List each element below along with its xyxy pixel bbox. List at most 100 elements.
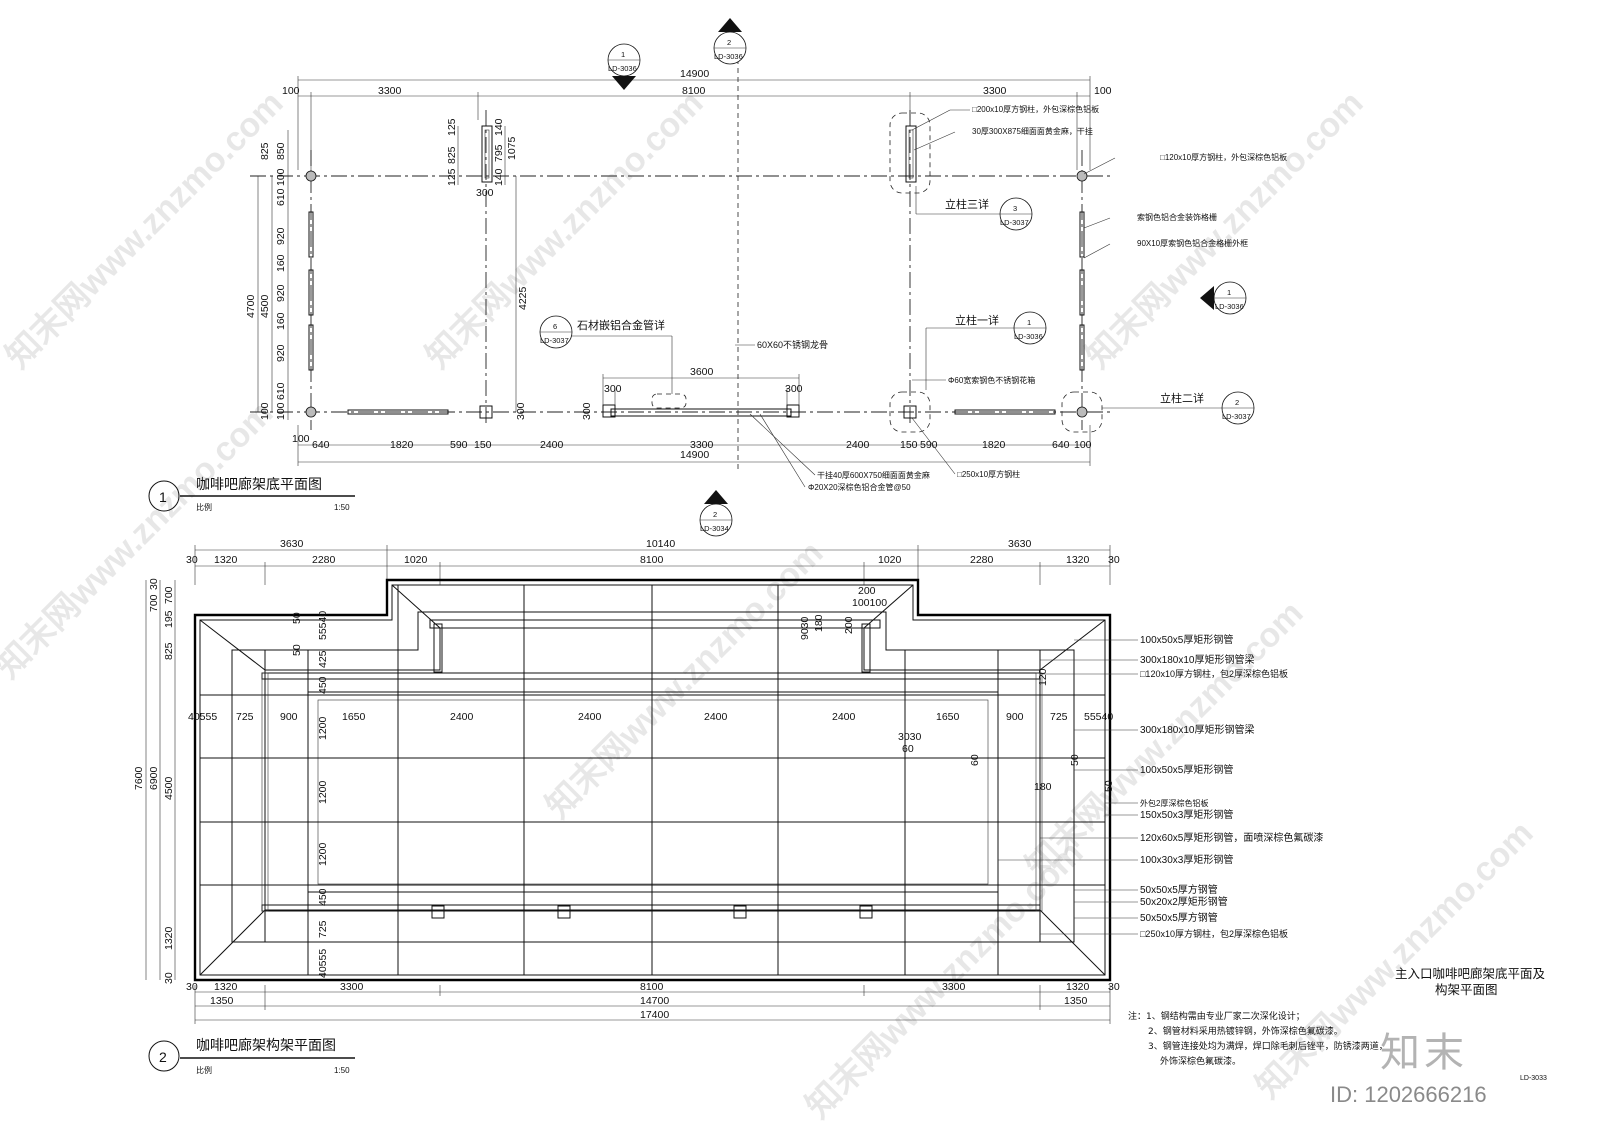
dim-mid-140a: 140 — [493, 118, 505, 136]
watermark: 知末网www.znzmo.com — [0, 84, 291, 376]
dim-left-850: 850 — [275, 142, 287, 160]
image-id: ID: 1202666216 — [1330, 1082, 1487, 1107]
note-2: 2、钢管材料采用热镀锌钢，外饰深棕色氟碳漆。 — [1148, 1027, 1343, 1037]
p2-bot1-f: 1320 — [1066, 981, 1090, 993]
svg-text:LD-3037: LD-3037 — [540, 336, 569, 345]
dim-bot-150a: 150 — [474, 439, 492, 451]
plan2-scale-label: 比例 — [196, 1065, 212, 1075]
svg-text:LD-3036: LD-3036 — [714, 52, 743, 61]
detail-label-1: 立柱一详 — [955, 313, 999, 327]
dim-bot-640b: 640 — [1052, 439, 1070, 451]
p2-top2-f: 1020 — [878, 554, 902, 566]
plan2-title: 咖啡吧廊架构架平面图 — [196, 1037, 336, 1053]
p2-in-n: 200 — [843, 616, 855, 634]
section-marker-1-right: 1 LD-3036 — [1200, 281, 1247, 315]
dim-top-edge-l: 100 — [282, 85, 300, 97]
callout-k7: 150x50x3厚矩形钢管 — [1140, 808, 1233, 821]
dim-bot-100b: 100 — [1074, 439, 1092, 451]
p2-top2-i: 30 — [1108, 554, 1120, 566]
p2-left-30b: 30 — [163, 972, 175, 984]
p2-bot2-b: 14700 — [640, 995, 669, 1007]
p2-top2-d: 1020 — [404, 554, 428, 566]
p2-top2-b: 1320 — [214, 554, 238, 566]
plan2-scale: 1:50 — [334, 1066, 350, 1075]
callout-c9: Φ20X20深棕色铝合金管@50 — [808, 482, 911, 492]
dim-top-right: 3300 — [983, 85, 1007, 97]
p2-in-a: 55540 — [317, 611, 329, 640]
plan-1-base: 14900 3300 8100 3300 100 100 — [148, 18, 1287, 537]
section-marker-2-bottom: 2 LD-3034 — [699, 490, 733, 537]
callout-c5: 90X10厚索钢色铝合金格栅外框 — [1137, 238, 1248, 248]
detail-bubble-1: 1 LD-3036 立柱一详 — [925, 311, 1047, 390]
dim-pipe-300a: 300 — [604, 383, 622, 395]
dim-top-mid: 8100 — [682, 85, 706, 97]
watermark-layer: 知末网www.znzmo.com 知末网www.znzmo.com 知末网www… — [0, 84, 1541, 1126]
dim-left-825: 825 — [259, 142, 271, 160]
p2-row-h: 2400 — [832, 711, 856, 723]
callout-c4: 索钢色铝合金装饰格栅 — [1137, 212, 1217, 222]
dim-left-100b: 100 — [275, 402, 287, 420]
section-marker-2-top: 2 LD-3036 — [713, 18, 747, 65]
p2-in-p: 60 — [902, 743, 914, 755]
p2-bot2-c: 1350 — [1064, 995, 1088, 1007]
p2-in-d: 1200 — [317, 716, 329, 740]
dim-left-100c: 100 — [259, 402, 271, 420]
p2-left-4500: 4500 — [163, 776, 175, 800]
dim-left-610b: 610 — [275, 382, 287, 400]
callout-k11: 50x20x2厚矩形钢管 — [1140, 895, 1228, 908]
p2-top1-c: 3630 — [1008, 538, 1032, 550]
p2-row-d: 1650 — [342, 711, 366, 723]
p2-in-m: 180 — [813, 614, 825, 632]
p2-bot1-b: 1320 — [214, 981, 238, 993]
dim-bot-590b: 590 — [920, 439, 938, 451]
p2-row-i: 1650 — [936, 711, 960, 723]
dim-bot-2400b: 2400 — [846, 439, 870, 451]
svg-text:1: 1 — [621, 50, 625, 59]
p2-in-t: 120 — [1037, 668, 1049, 686]
sheet-title: 主入口咖啡吧廊架底平面及 构架平面图 — [1395, 966, 1565, 998]
p2-in-j: 200 — [858, 585, 876, 597]
svg-text:LD-3037: LD-3037 — [1000, 218, 1029, 227]
callout-k3: □120x10厚方钢柱，包2厚深棕色铝板 — [1140, 668, 1288, 679]
plan1-scale: 1:50 — [334, 503, 350, 512]
callout-k8: 120x60x5厚矩形钢管，面喷深棕色氟碳漆 — [1140, 831, 1323, 844]
dim-bot-1820b: 1820 — [982, 439, 1006, 451]
p2-left-30a: 30 — [148, 578, 160, 590]
dim-pipe-300c: 300 — [581, 402, 593, 420]
dim-bot-total: 14900 — [680, 449, 709, 461]
svg-text:2: 2 — [1235, 398, 1239, 407]
callout-k5: 100x50x5厚矩形钢管 — [1140, 763, 1233, 776]
p2-top2-a: 30 — [186, 554, 198, 566]
dim-mid-825: 825 — [446, 146, 458, 164]
dim-left-total: 4700 — [245, 294, 257, 318]
detail-label-6: 石材嵌铝合金管详 — [577, 318, 665, 332]
dim-left-100a: 100 — [275, 168, 287, 186]
p2-left-1320: 1320 — [163, 926, 175, 950]
detail-bubble-2: 2 LD-3037 立柱二详 — [1102, 391, 1255, 425]
dim-bot-2400a: 2400 — [540, 439, 564, 451]
p2-top2-c: 2280 — [312, 554, 336, 566]
note-3b: 外饰深棕色氟碳漆。 — [1160, 1057, 1242, 1067]
watermark: 知末网www.znzmo.com — [539, 534, 831, 826]
svg-text:2: 2 — [713, 510, 717, 519]
dim-top-total: 14900 — [680, 68, 709, 80]
p2-row-c: 900 — [280, 711, 298, 723]
brand-logo: 知末 — [1380, 1030, 1468, 1076]
detail-bubble-6: 6 LD-3037 石材嵌铝合金管详 — [539, 315, 673, 394]
svg-text:LD-3037: LD-3037 — [1222, 412, 1251, 421]
plan1-scale-label: 比例 — [196, 502, 212, 512]
p2-top2-h: 1320 — [1066, 554, 1090, 566]
watermark: 知末网www.znzmo.com — [1079, 84, 1371, 376]
note-3: 3、钢管连接处均为满焊，焊口除毛刺后锉平，防锈漆两道， — [1148, 1042, 1388, 1052]
dim-pipe-3600: 3600 — [690, 366, 714, 378]
dim-mid-140b: 140 — [493, 168, 505, 186]
callout-k13: □250x10厚方钢柱，包2厚深棕色铝板 — [1140, 928, 1288, 939]
p2-bot1-c: 3300 — [340, 981, 364, 993]
p2-in-w: 50 — [291, 612, 303, 624]
sheet-title-line1: 主入口咖啡吧廊架底平面及 — [1395, 966, 1546, 981]
sheet-title-line2: 构架平面图 — [1435, 982, 1498, 997]
p2-in-l: 9030 — [799, 616, 811, 640]
p2-in-h: 725 — [317, 920, 329, 938]
p2-in-s: 180 — [1034, 781, 1052, 793]
dim-bot-590a: 590 — [450, 439, 468, 451]
